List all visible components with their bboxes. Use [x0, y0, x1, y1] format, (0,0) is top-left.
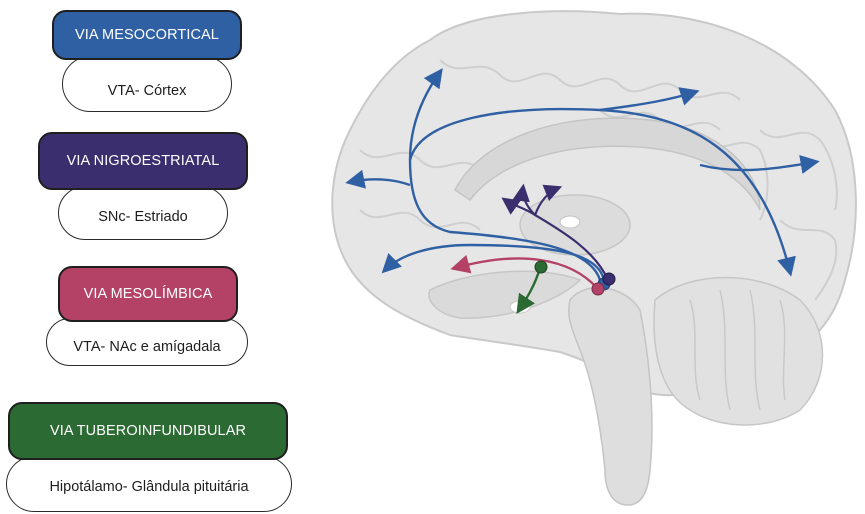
pathway-nigrostriatal: VIA NIGROESTRIATAL SNc- Estriado [38, 132, 248, 240]
pathway-mesolimbic-title: VIA MESOLÍMBICA [58, 266, 238, 322]
pathway-mesocortical-subtitle: VTA- Córtex [62, 56, 232, 112]
hypothalamus-nucleus [535, 261, 547, 273]
vta-nucleus-red [592, 283, 604, 295]
brain-sagittal-illustration [300, 0, 865, 514]
snc-nucleus [603, 273, 615, 285]
pathway-tuberoinfundibular-title: VIA TUBEROINFUNDIBULAR [8, 402, 288, 460]
pathway-mesocortical: VIA MESOCORTICAL VTA- Córtex [52, 10, 242, 112]
pathway-tuberoinfundibular: VIA TUBEROINFUNDIBULAR Hipotálamo- Glând… [6, 402, 292, 512]
brainstem [569, 288, 652, 505]
pathway-nigrostriatal-subtitle: SNc- Estriado [58, 186, 228, 240]
pathway-mesolimbic-subtitle: VTA- NAc e amígadala [46, 318, 248, 366]
pathway-mesocortical-title: VIA MESOCORTICAL [52, 10, 242, 60]
pathway-tuberoinfundibular-subtitle: Hipotálamo- Glândula pituitária [6, 456, 292, 512]
cerebellum [654, 278, 822, 426]
pathway-mesolimbic: VIA MESOLÍMBICA VTA- NAc e amígadala [46, 266, 248, 366]
pathway-nigrostriatal-title: VIA NIGROESTRIATAL [38, 132, 248, 190]
